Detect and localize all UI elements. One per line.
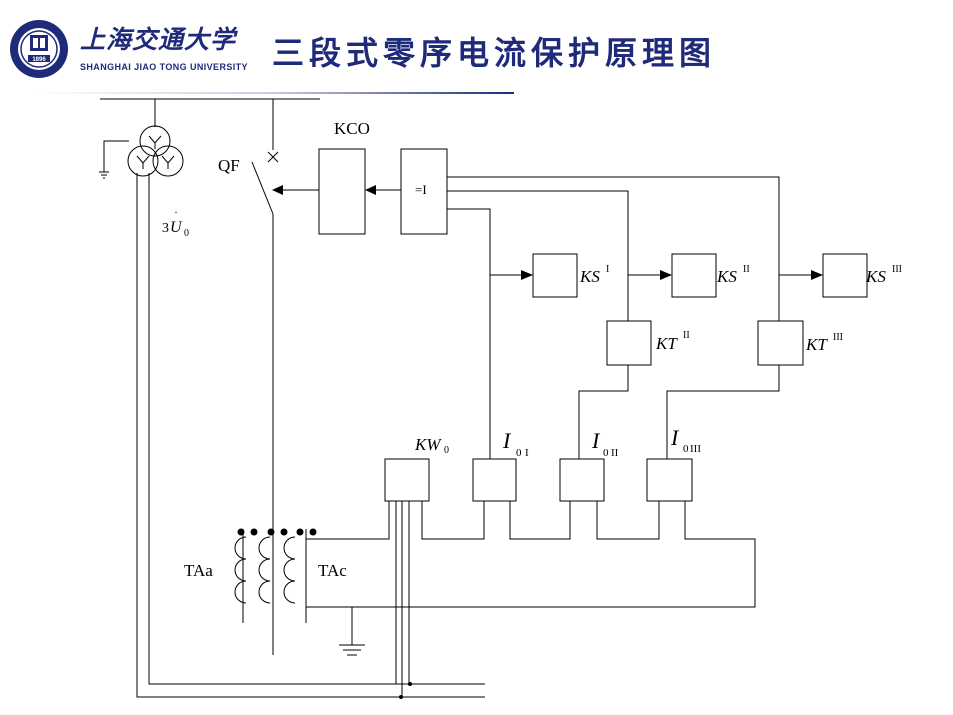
kw0-sub: 0 bbox=[444, 445, 449, 456]
logo-year: 1896 bbox=[32, 57, 46, 63]
u0-symbol-label: U bbox=[170, 219, 183, 236]
kw0-label: KW bbox=[414, 435, 442, 454]
i0-1-label: I bbox=[502, 428, 512, 453]
ks-1-label: KS bbox=[579, 267, 600, 286]
i0-2-sub: 0 bbox=[603, 447, 609, 459]
taa-label: TAa bbox=[184, 561, 213, 580]
u0-sub-label: 0 bbox=[184, 228, 189, 239]
i0-3-sub: 0 bbox=[683, 443, 689, 455]
kt-2-roman: II bbox=[683, 330, 690, 341]
kt-2-label: KT bbox=[655, 334, 678, 353]
page-title: 三段式零序电流保护原理图 bbox=[272, 34, 717, 72]
i0-3-roman: III bbox=[690, 443, 701, 455]
logo-name-cn: 上海交通大学 bbox=[80, 25, 237, 54]
u0-coef-label: 3 bbox=[162, 221, 169, 236]
ks-3-roman: III bbox=[892, 264, 902, 275]
ks-1-roman: I bbox=[606, 264, 609, 275]
kt-3-label: KT bbox=[805, 335, 828, 354]
header-divider bbox=[30, 92, 514, 94]
ks-3-label: KS bbox=[865, 267, 886, 286]
ks-2-roman: II bbox=[743, 264, 750, 275]
kt-3-roman: III bbox=[833, 332, 843, 343]
logo-name-en: SHANGHAI JIAO TONG UNIVERSITY bbox=[80, 62, 248, 72]
ks-2-label: KS bbox=[716, 267, 737, 286]
i0-3-label: I bbox=[670, 425, 680, 450]
equal-i-label: =I bbox=[415, 182, 427, 197]
kco-label: KCO bbox=[334, 119, 370, 138]
i0-2-label: I bbox=[591, 428, 601, 453]
qf-label: QF bbox=[218, 156, 240, 175]
i0-1-roman: I bbox=[525, 447, 529, 459]
university-seal-icon: 1896 bbox=[10, 20, 68, 78]
u0-dot-label: · bbox=[174, 205, 178, 219]
tac-label: TAc bbox=[318, 561, 347, 580]
i0-2-roman: II bbox=[611, 447, 619, 459]
i0-1-sub: 0 bbox=[516, 447, 522, 459]
